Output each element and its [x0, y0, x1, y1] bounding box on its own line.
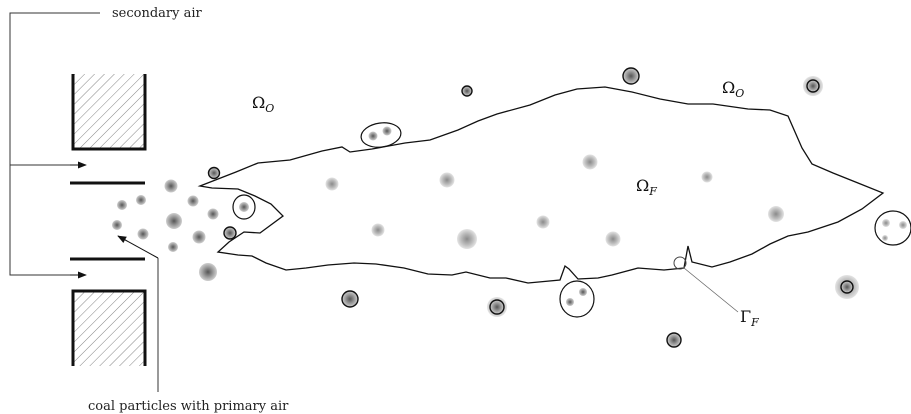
omega-o-right-label: ΩO [722, 78, 744, 100]
flame-boundary-marker [674, 257, 686, 269]
coal-particle [383, 127, 392, 136]
omega-o-left-label: ΩO [252, 93, 274, 115]
coal-particle [239, 202, 249, 212]
burner-upper-block [73, 74, 145, 149]
omega-f-label: ΩF [636, 176, 657, 198]
secondary-air-label: secondary air [112, 6, 203, 21]
coal-particle [899, 221, 907, 229]
gamma-f-label: ΓF [740, 307, 759, 329]
flame-front-boundary [200, 87, 883, 283]
burner-lower-block [73, 291, 145, 366]
gamma-f-leader [684, 268, 738, 312]
particle-cluster-outline [560, 281, 594, 317]
coal-particle [369, 132, 378, 141]
flame-particles [326, 155, 785, 250]
coal-particle [579, 288, 587, 296]
coal-particle [566, 298, 574, 306]
coal-particle [882, 219, 890, 227]
primary-air-label: coal particles with primary air [88, 399, 289, 414]
coal-particle [882, 235, 888, 241]
spray-particles [112, 180, 219, 282]
